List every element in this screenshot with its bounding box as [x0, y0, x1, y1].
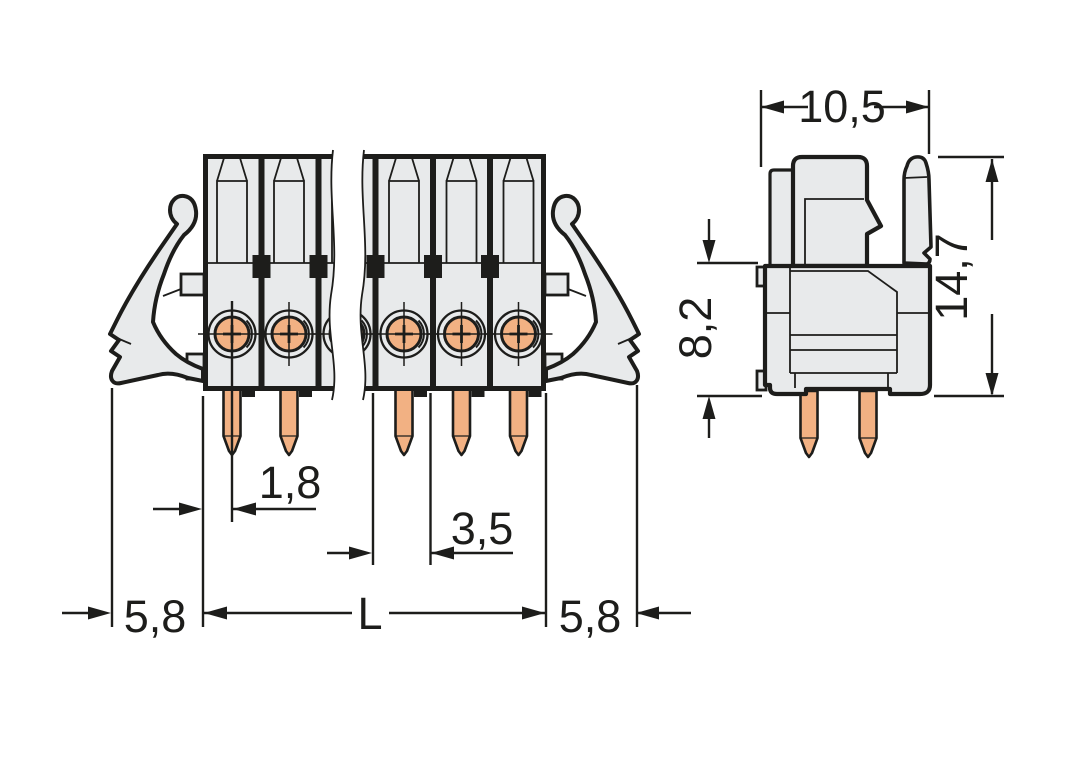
side-lower-body [762, 263, 933, 397]
extension-lines-front [110, 301, 639, 627]
left-release-lever [108, 193, 206, 386]
dim-pin-offset: 1,8 [153, 457, 321, 516]
dim-body-height: 8,2 [670, 219, 762, 438]
bottom-tab [471, 387, 485, 397]
dim-pitch: 3,5 [327, 503, 513, 560]
break-lines [328, 149, 367, 401]
dim-total-height-label: 14,7 [926, 233, 977, 321]
dim-overhang-left-label: 5,8 [124, 591, 187, 642]
side-latch-joint [903, 176, 928, 179]
dim-pitch-label: 3,5 [451, 503, 514, 554]
bottom-tab [299, 387, 312, 397]
dim-length-label: L [357, 588, 382, 639]
dim-bottom-row: 5,8 L 5,8 [62, 588, 691, 642]
dim-total-height: 14,7 [926, 155, 1004, 398]
dim-body-height-label: 8,2 [670, 297, 721, 360]
side-view [755, 154, 933, 459]
dim-pin-offset-label: 1,8 [259, 457, 322, 508]
side-latch-arm [902, 155, 933, 266]
dim-depth-label: 10,5 [798, 81, 886, 132]
dim-depth: 10,5 [759, 81, 931, 167]
front-view [108, 149, 641, 457]
side-inner-lines [765, 268, 930, 388]
bottom-tab [242, 387, 255, 397]
bottom-tab [528, 387, 542, 397]
bottom-tab [414, 387, 427, 397]
side-back-wall [768, 168, 795, 268]
side-inner-step [804, 198, 864, 266]
right-release-lever [543, 193, 641, 386]
dimension-annotations: 1,8 3,5 5,8 L 5,8 10,5 [62, 81, 1004, 642]
dim-overhang-right-label: 5,8 [559, 591, 622, 642]
side-mating-block [790, 154, 884, 269]
